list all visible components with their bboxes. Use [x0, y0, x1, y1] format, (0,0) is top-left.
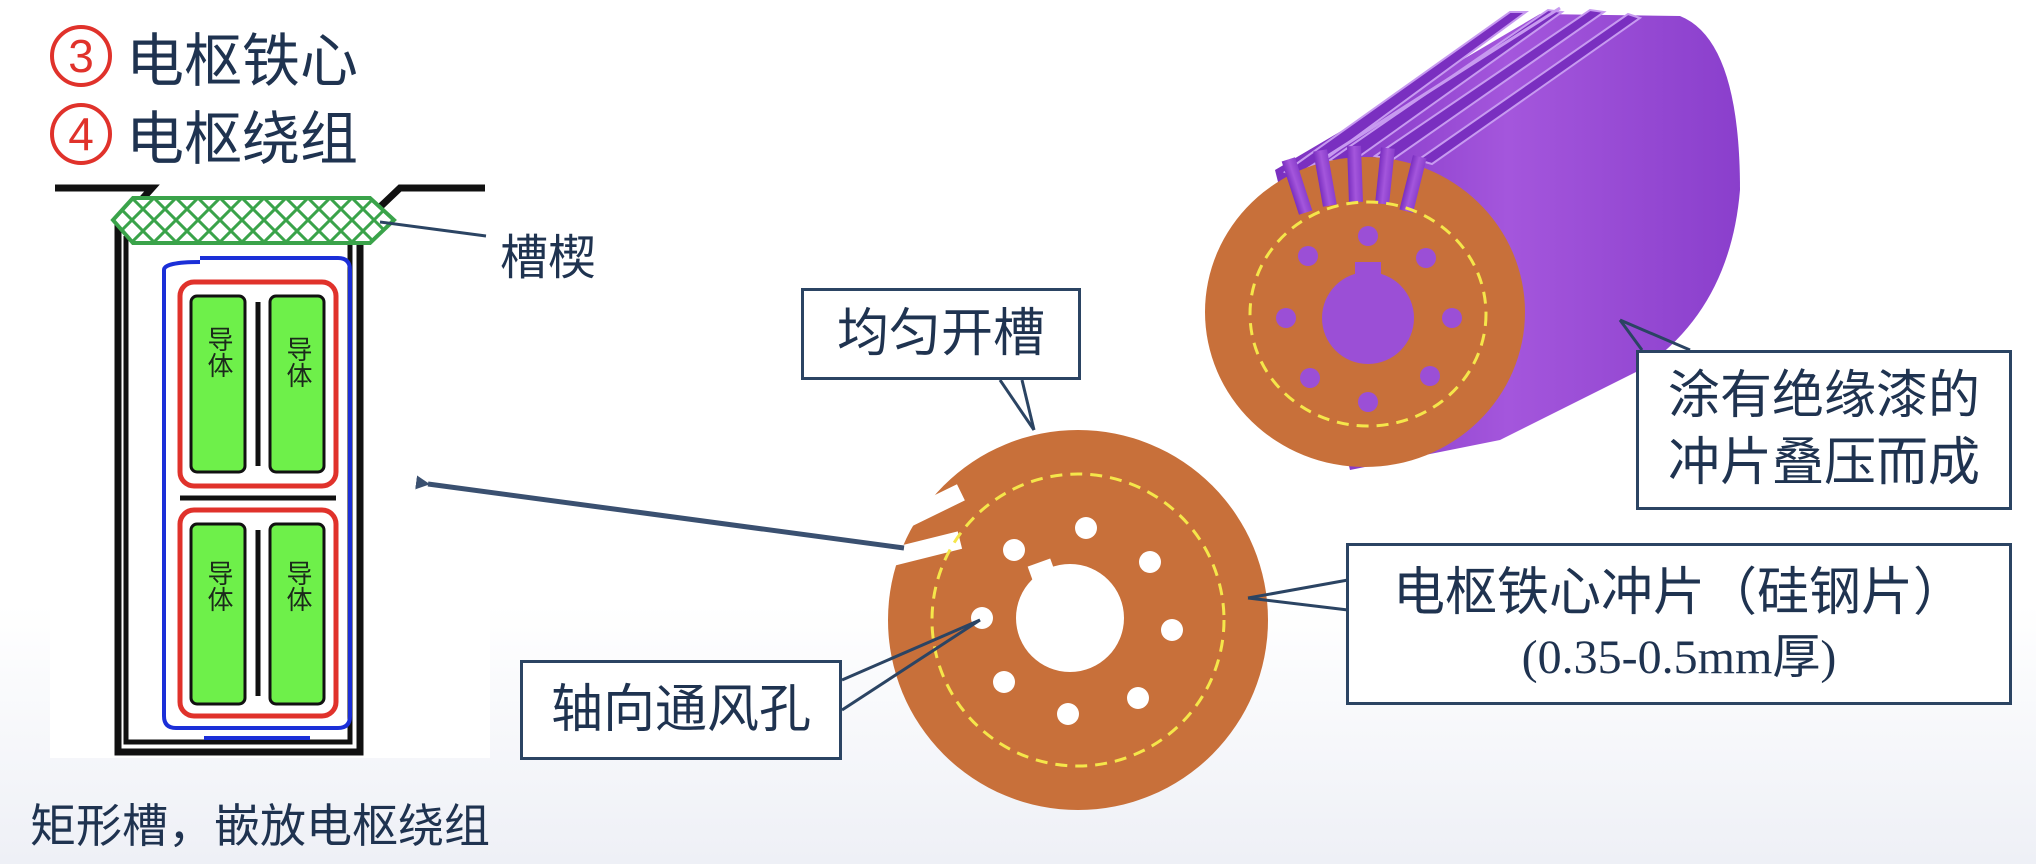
conductor	[268, 522, 326, 706]
heading-armature-core: 3 电枢铁心	[50, 14, 358, 98]
slot-insulation-blue	[162, 256, 352, 730]
conductor-label: 导体	[203, 560, 233, 612]
conductor-label: 导体	[282, 336, 312, 388]
slot-wedge	[110, 196, 397, 245]
callout-text: 轴向通风孔	[550, 680, 811, 739]
callout-text-line1: 电枢铁心冲片（硅钢片）	[1392, 564, 1965, 622]
wedge-leader	[379, 220, 487, 238]
slot-outline	[55, 184, 485, 756]
lamination-leader	[1247, 596, 1349, 612]
conductor	[268, 294, 326, 474]
slot-leader	[1020, 379, 1036, 431]
vent-holes	[971, 517, 1183, 725]
callout-lamination: 电枢铁心冲片（硅钢片） (0.35-0.5mm厚)	[1346, 543, 2012, 705]
callout-uniform-slots: 均匀开槽	[801, 288, 1081, 380]
slot-caption: 矩形槽，嵌放电枢绕组	[30, 800, 490, 852]
heading-text: 电枢铁心	[126, 29, 359, 94]
slot-cross-section: 导体 导体 导体 导体	[50, 184, 490, 758]
heading-armature-winding: 4 电枢绕组	[50, 92, 358, 176]
stack-leader	[1619, 318, 1691, 352]
stack-front-face	[1205, 145, 1525, 467]
callout-text-line1: 涂有绝缘漆的	[1667, 367, 1980, 426]
number-badge: 3	[50, 25, 112, 87]
callout-text-line2: (0.35-0.5mm厚)	[1521, 630, 1837, 684]
rotor-stack	[1205, 6, 1740, 470]
callout-text: 均匀开槽	[836, 304, 1045, 363]
vent-leader	[841, 618, 981, 712]
callout-vent-holes: 轴向通风孔	[520, 660, 842, 760]
number-badge: 4	[50, 103, 112, 165]
lamination-disc	[888, 348, 1268, 810]
callout-stack: 涂有绝缘漆的 冲片叠压而成	[1636, 350, 2012, 510]
wedge-label: 槽楔	[500, 232, 597, 285]
slot-leader	[998, 379, 1036, 431]
callout-text-line2: 冲片叠压而成	[1667, 434, 1980, 492]
stack-leader	[1618, 319, 1644, 351]
conductor-label: 导体	[203, 326, 233, 378]
lamination-leader	[1247, 578, 1349, 600]
vent-leader	[841, 618, 981, 682]
heading-text: 电枢绕组	[126, 107, 359, 172]
conductor	[189, 294, 247, 474]
conductor-label: 导体	[282, 560, 312, 612]
coil-insulation-upper	[177, 279, 339, 489]
conductor	[189, 522, 247, 706]
slot-pointer-arrow	[415, 475, 905, 551]
coil-insulation-lower	[177, 507, 339, 719]
